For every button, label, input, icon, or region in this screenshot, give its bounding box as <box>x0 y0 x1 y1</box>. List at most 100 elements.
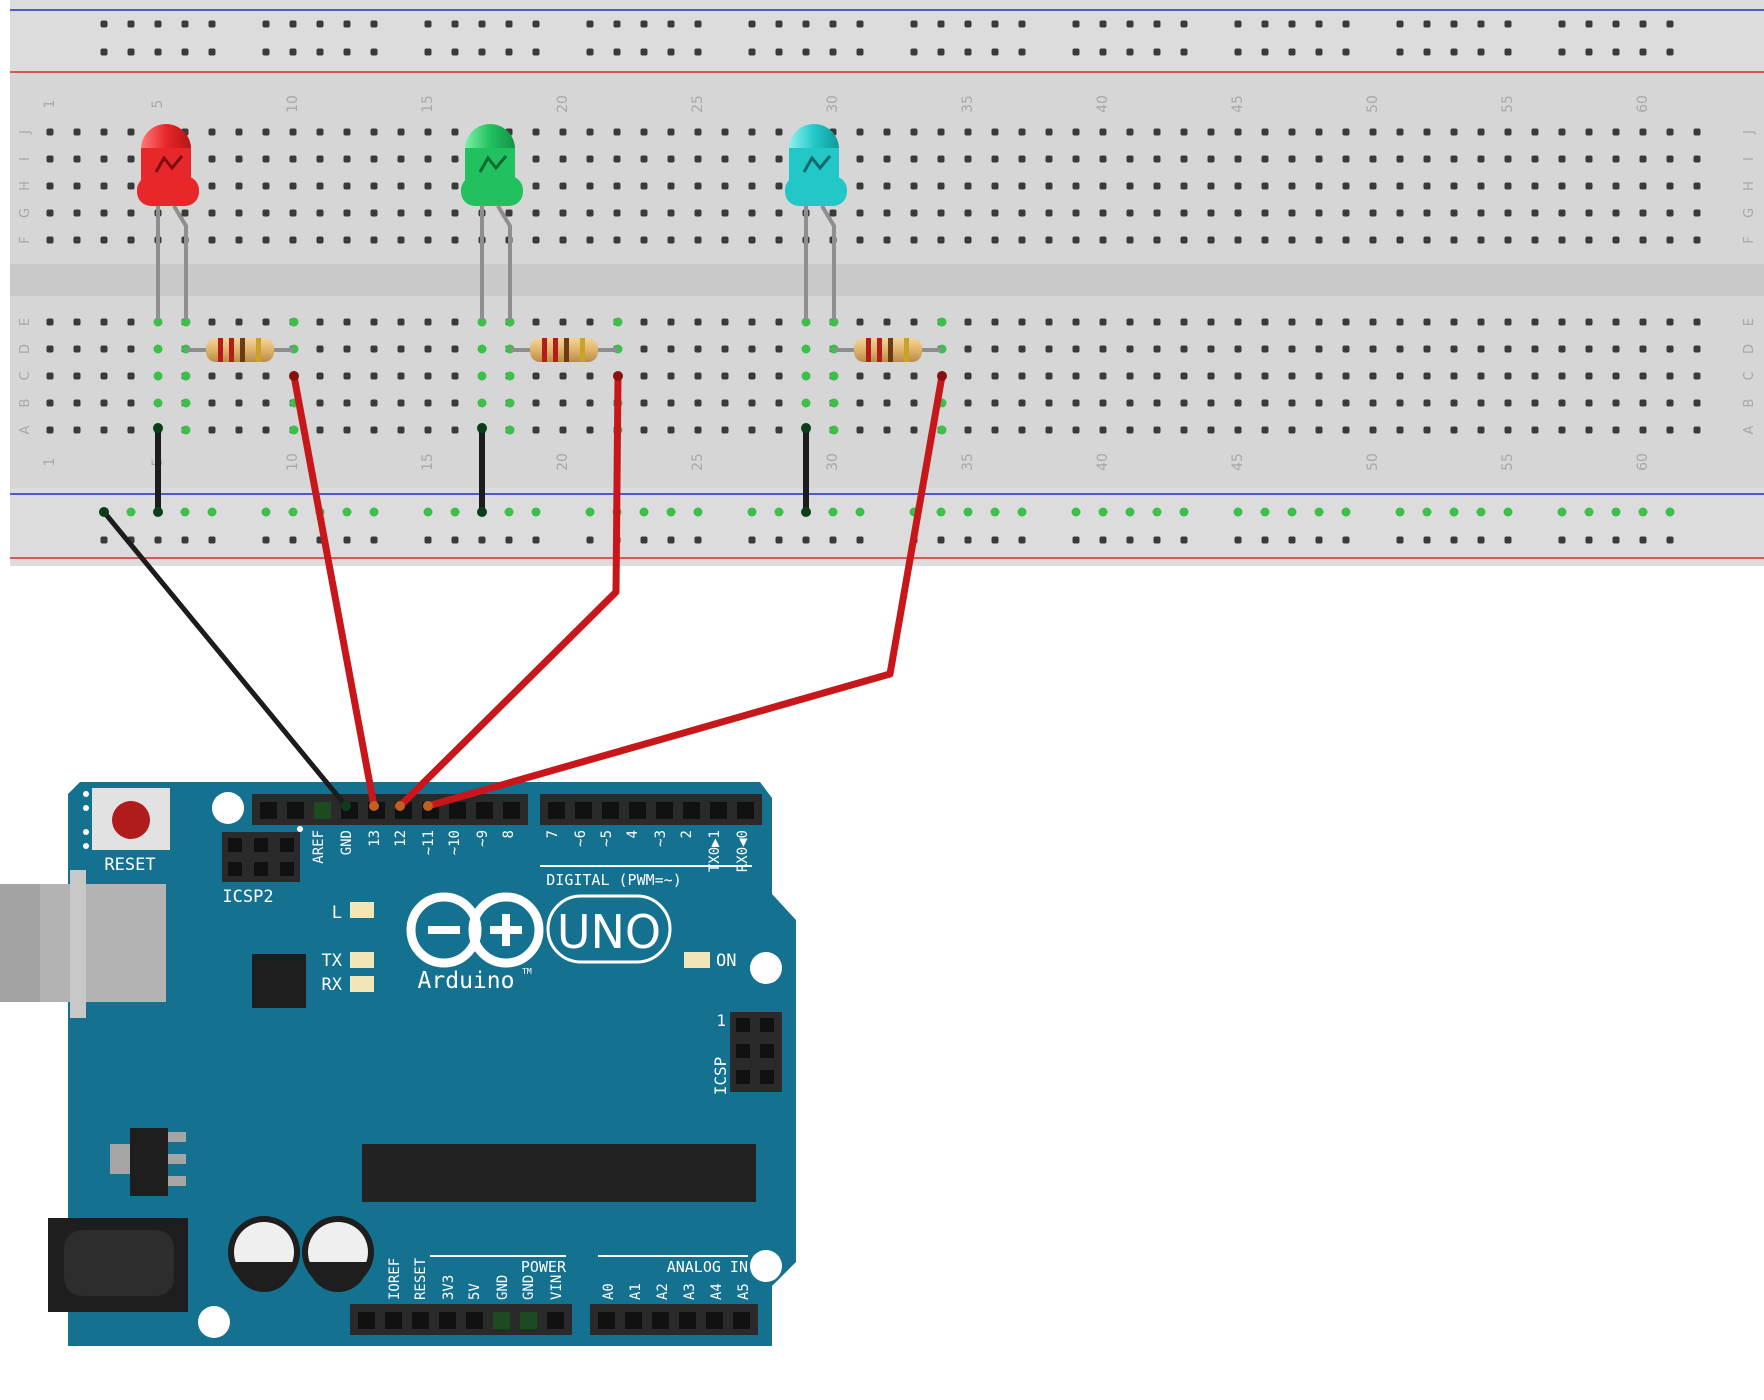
breadboard-hole[interactable] <box>397 209 405 217</box>
breadboard-hole[interactable] <box>1558 209 1566 217</box>
breadboard-hole[interactable] <box>694 318 702 326</box>
rail-hole[interactable] <box>370 48 378 56</box>
wire-pin13-red-led[interactable] <box>290 372 378 810</box>
breadboard-hole[interactable] <box>532 426 540 434</box>
breadboard-hole[interactable] <box>1207 128 1215 136</box>
rail-hole[interactable] <box>586 536 594 544</box>
breadboard-hole[interactable] <box>1558 372 1566 380</box>
rail-hole[interactable] <box>1558 48 1566 56</box>
breadboard-hole[interactable] <box>775 155 783 163</box>
breadboard-hole[interactable] <box>1585 372 1593 380</box>
breadboard-hole[interactable] <box>910 372 918 380</box>
breadboard-hole[interactable] <box>73 209 81 217</box>
rail-hole[interactable] <box>1261 536 1269 544</box>
rail-hole[interactable] <box>1126 20 1134 28</box>
breadboard-hole[interactable] <box>127 372 135 380</box>
breadboard-hole[interactable] <box>856 372 864 380</box>
breadboard-hole[interactable] <box>1288 372 1296 380</box>
analog-header-pin[interactable] <box>733 1312 750 1329</box>
rail-hole[interactable] <box>748 536 756 544</box>
rail-hole[interactable] <box>1315 20 1323 28</box>
breadboard-hole[interactable] <box>100 426 108 434</box>
rail-hole[interactable] <box>262 48 270 56</box>
breadboard-hole[interactable] <box>289 128 297 136</box>
breadboard-hole[interactable] <box>964 318 972 326</box>
breadboard-hole[interactable] <box>451 399 459 407</box>
breadboard-hole[interactable] <box>1180 318 1188 326</box>
breadboard-hole[interactable] <box>1396 399 1404 407</box>
rail-hole[interactable] <box>1153 20 1161 28</box>
breadboard-hole[interactable] <box>46 372 54 380</box>
breadboard-hole[interactable] <box>1450 399 1458 407</box>
breadboard-hole[interactable] <box>100 318 108 326</box>
breadboard-hole[interactable] <box>1504 426 1512 434</box>
breadboard-hole[interactable] <box>424 318 432 326</box>
breadboard-hole[interactable] <box>1423 155 1431 163</box>
breadboard-hole[interactable] <box>1234 345 1242 353</box>
breadboard-hole[interactable] <box>1234 399 1242 407</box>
rail-hole[interactable] <box>1315 536 1323 544</box>
breadboard-hole[interactable] <box>1585 236 1593 244</box>
breadboard-hole[interactable] <box>694 236 702 244</box>
breadboard-hole[interactable] <box>208 426 216 434</box>
breadboard-hole[interactable] <box>424 345 432 353</box>
breadboard-hole[interactable] <box>721 128 729 136</box>
breadboard-hole[interactable] <box>235 128 243 136</box>
breadboard-hole[interactable] <box>748 236 756 244</box>
breadboard-hole[interactable] <box>640 345 648 353</box>
led-cyan[interactable] <box>785 124 847 206</box>
rail-hole[interactable] <box>1423 48 1431 56</box>
breadboard-hole[interactable] <box>73 399 81 407</box>
icsp-pin[interactable] <box>760 1018 774 1032</box>
analog-header-pin[interactable] <box>598 1312 615 1329</box>
breadboard-hole[interactable] <box>1639 318 1647 326</box>
rail-hole[interactable] <box>1288 536 1296 544</box>
breadboard-hole[interactable] <box>910 182 918 190</box>
digital-header-right-pin[interactable] <box>575 802 592 819</box>
breadboard-hole[interactable] <box>694 399 702 407</box>
rail-hole[interactable] <box>586 48 594 56</box>
rail-hole[interactable] <box>343 48 351 56</box>
breadboard-hole[interactable] <box>991 155 999 163</box>
rail-hole[interactable] <box>1666 536 1674 544</box>
breadboard-hole[interactable] <box>1072 182 1080 190</box>
breadboard-hole[interactable] <box>1342 399 1350 407</box>
rail-hole[interactable] <box>1315 48 1323 56</box>
breadboard-hole[interactable] <box>46 209 54 217</box>
breadboard-hole[interactable] <box>1585 399 1593 407</box>
rail-hole[interactable] <box>802 48 810 56</box>
rail-hole[interactable] <box>1612 536 1620 544</box>
breadboard-hole[interactable] <box>370 155 378 163</box>
breadboard-hole[interactable] <box>1153 372 1161 380</box>
breadboard-hole[interactable] <box>1315 318 1323 326</box>
breadboard-hole[interactable] <box>1585 318 1593 326</box>
breadboard-hole[interactable] <box>1612 236 1620 244</box>
rail-hole[interactable] <box>1504 536 1512 544</box>
power-header-pin[interactable] <box>547 1312 564 1329</box>
breadboard-hole[interactable] <box>316 399 324 407</box>
breadboard-hole[interactable] <box>1153 345 1161 353</box>
breadboard-hole[interactable] <box>586 318 594 326</box>
breadboard-hole[interactable] <box>964 155 972 163</box>
breadboard-hole[interactable] <box>1666 345 1674 353</box>
rail-hole[interactable] <box>775 536 783 544</box>
rail-hole[interactable] <box>991 536 999 544</box>
breadboard-hole[interactable] <box>1612 345 1620 353</box>
rail-hole[interactable] <box>1288 48 1296 56</box>
breadboard-hole[interactable] <box>1450 128 1458 136</box>
breadboard-hole[interactable] <box>1531 182 1539 190</box>
breadboard-hole[interactable] <box>46 399 54 407</box>
breadboard-hole[interactable] <box>667 399 675 407</box>
breadboard-hole[interactable] <box>1693 399 1701 407</box>
breadboard-hole[interactable] <box>1207 372 1215 380</box>
breadboard-hole[interactable] <box>667 182 675 190</box>
breadboard-hole[interactable] <box>748 318 756 326</box>
breadboard-hole[interactable] <box>991 128 999 136</box>
breadboard-hole[interactable] <box>1666 182 1674 190</box>
breadboard-hole[interactable] <box>1315 399 1323 407</box>
breadboard-hole[interactable] <box>559 155 567 163</box>
breadboard-hole[interactable] <box>424 426 432 434</box>
breadboard-hole[interactable] <box>1396 372 1404 380</box>
rail-hole[interactable] <box>856 48 864 56</box>
breadboard-hole[interactable] <box>586 128 594 136</box>
